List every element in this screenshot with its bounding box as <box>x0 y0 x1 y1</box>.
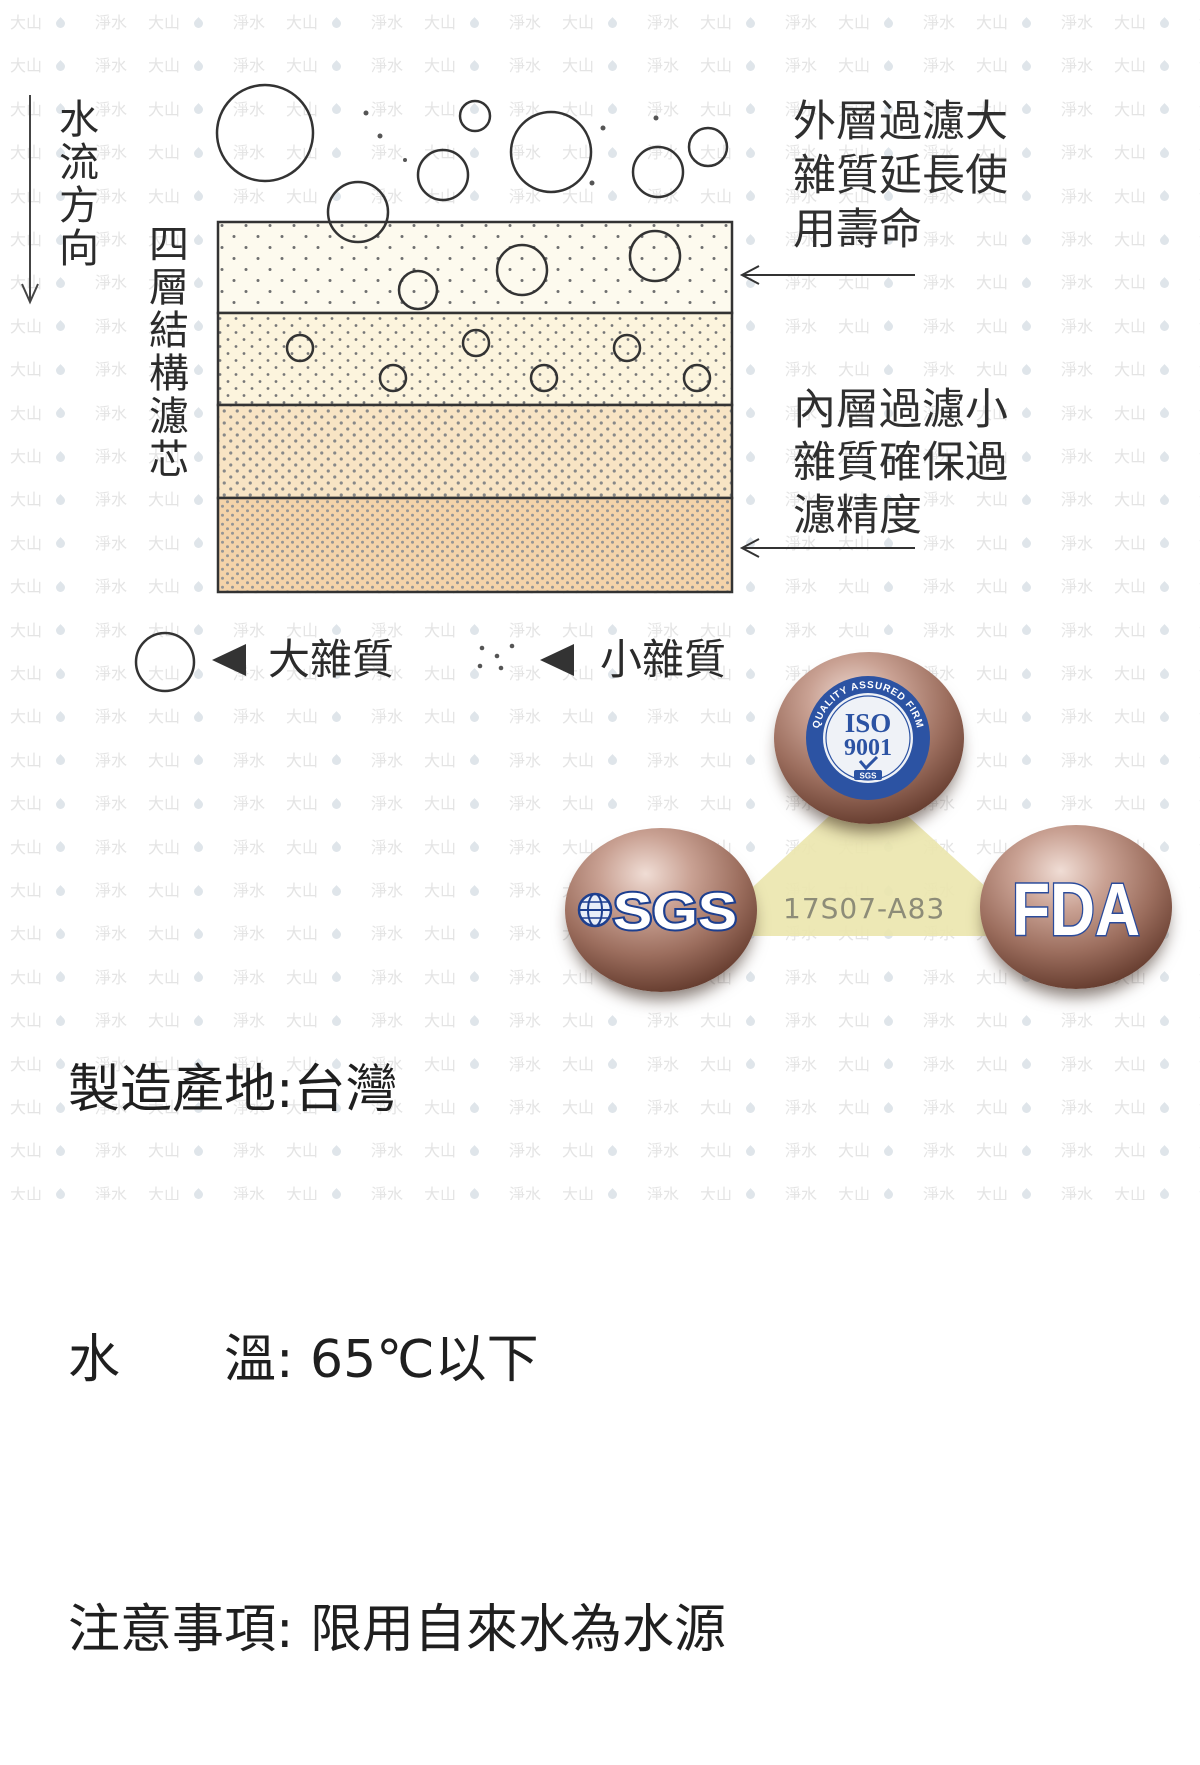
large-particle <box>495 243 549 297</box>
filter-structure-label: 四層結構濾芯 <box>142 223 188 481</box>
inner-layer-arrow <box>739 538 915 558</box>
check-icon <box>858 755 879 771</box>
large-particle <box>682 363 712 393</box>
sgs-globe-icon <box>577 892 613 928</box>
note-line: 雜質延長使 <box>793 151 1008 201</box>
flow-direction-label: 水流方向 <box>52 98 98 270</box>
large-particle <box>378 363 408 393</box>
outer-layer-arrow <box>739 265 915 285</box>
note-line: 用壽命 <box>793 205 922 255</box>
large-particle <box>285 333 315 363</box>
sgs-badge: SGS <box>565 828 757 992</box>
small-particle <box>600 125 606 131</box>
large-particle <box>458 99 492 133</box>
large-particle <box>397 269 439 311</box>
large-particle <box>509 110 593 194</box>
note-line: 內層過濾小 <box>793 385 1008 435</box>
note-line: 雜質確保過 <box>793 438 1008 488</box>
filter-diagram <box>21 83 1040 936</box>
filter-layer-4 <box>216 496 734 594</box>
large-particle <box>416 148 470 202</box>
small-particle <box>363 110 369 116</box>
inner-layer-note: 內層過濾小 雜質確保過 濾精度 <box>793 384 1008 543</box>
flow-direction-arrow <box>21 95 39 305</box>
certificate-number: 17S07-A83 <box>783 892 946 925</box>
fda-badge: FDA <box>980 825 1172 989</box>
iso-title: ISO <box>845 708 892 738</box>
iso-number: 9001 <box>844 735 892 761</box>
legend-large-particle-icon <box>134 631 196 693</box>
large-particle <box>326 180 390 244</box>
legend-small-particles-label: 小雜質 <box>600 635 727 684</box>
small-particle <box>653 115 659 121</box>
filter-layer-3 <box>216 403 734 500</box>
note-line: 外層過濾大 <box>793 97 1008 147</box>
certification-triangle <box>700 780 1040 936</box>
spec-notice: 注意事項: 限用自來水為水源 <box>68 1600 727 1660</box>
outer-layer-note: 外層過濾大 雜質延長使 用壽命 <box>793 95 1008 257</box>
spec-water-temperature: 水 溫: 65℃以下 <box>68 1330 539 1390</box>
note-line: 濾精度 <box>793 491 922 541</box>
small-particle <box>377 133 383 139</box>
legend-arrow-icon <box>212 644 246 676</box>
product-specs: 製造產地:台灣 水 溫: 65℃以下 注意事項: 限用自來水為水源 <box>68 865 726 1765</box>
iso-seal-icon: QUALITY ASSURED FIRM ISO 9001 SGS <box>806 676 930 800</box>
fda-logo-text: FDA <box>1012 868 1140 951</box>
large-particle <box>628 229 682 283</box>
large-particle <box>215 83 315 183</box>
large-particle <box>529 363 559 393</box>
large-particle <box>687 126 729 168</box>
sgs-logo-text: SGS <box>613 883 737 941</box>
iso-issuer: SGS <box>860 772 878 781</box>
large-particle <box>461 328 491 358</box>
iso-9001-badge: QUALITY ASSURED FIRM ISO 9001 SGS <box>774 652 964 824</box>
filter-layer-1 <box>216 220 734 315</box>
large-particle <box>612 333 642 363</box>
spec-origin: 製造產地:台灣 <box>68 1060 398 1120</box>
small-particle <box>403 158 407 162</box>
small-particle <box>589 180 595 186</box>
filter-layer-2 <box>216 311 734 407</box>
large-particle <box>631 145 685 199</box>
legend-large-particles-label: 大雜質 <box>268 635 395 684</box>
legend-arrow-icon <box>540 644 574 676</box>
legend-small-particle-icon <box>477 643 515 671</box>
